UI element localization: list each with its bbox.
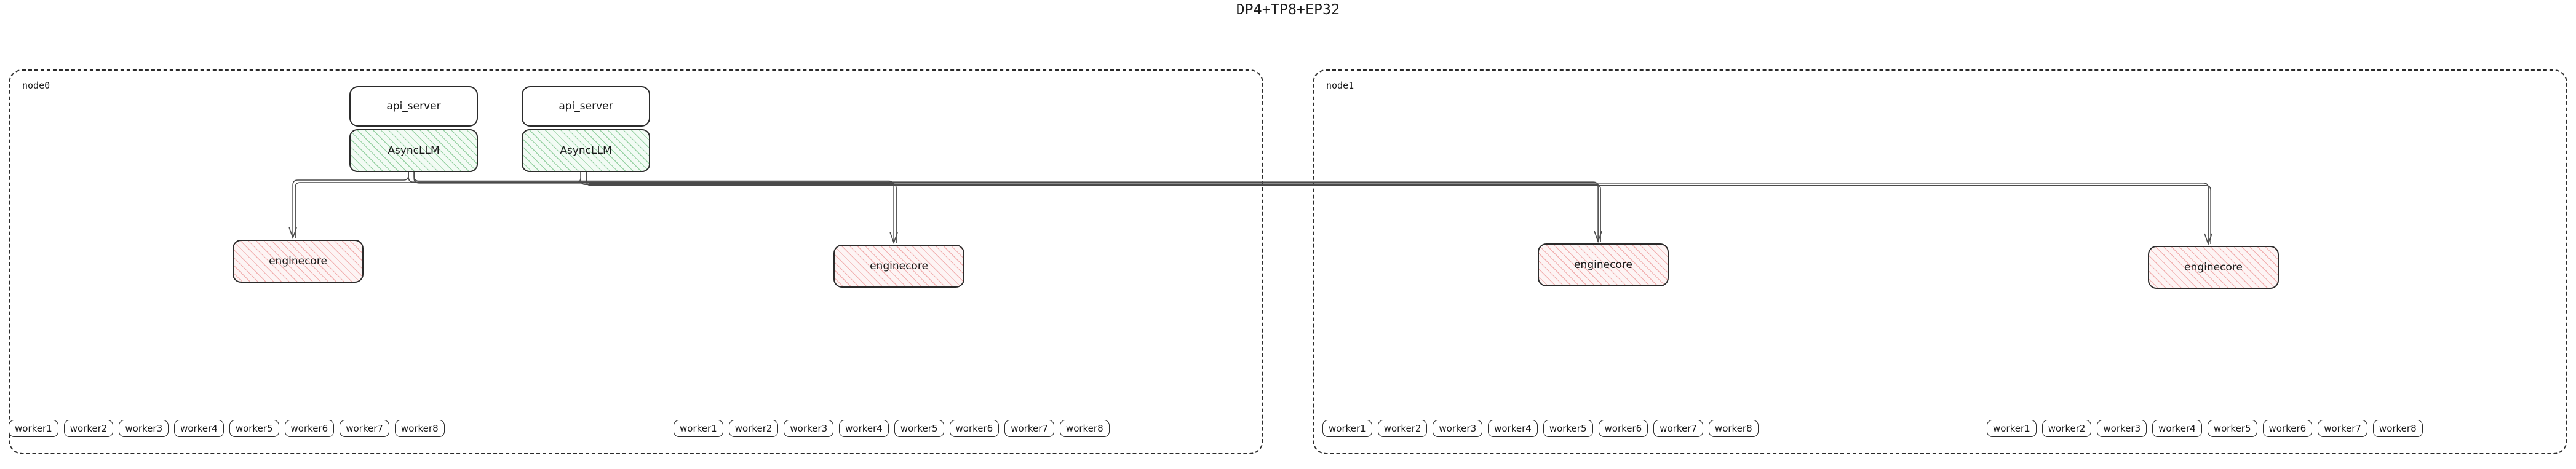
worker-box-node0-0-3-label: worker4 [180,423,218,434]
worker-box-node1-1-4[interactable]: worker5 [2207,420,2257,437]
enginecore-box-node1-0-label: enginecore [1574,259,1632,271]
enginecore-box-node0-0[interactable]: enginecore [233,240,364,283]
worker-box-node0-1-1-label: worker2 [734,423,773,434]
worker-box-node0-1-1[interactable]: worker2 [728,420,779,437]
worker-box-node1-0-3-label: worker4 [1494,423,1532,434]
worker-box-node0-0-0[interactable]: worker1 [9,420,58,437]
worker-box-node0-0-2-label: worker3 [125,423,163,434]
enginecore-box-node1-1-label: enginecore [2184,261,2243,274]
worker-box-node0-0-4[interactable]: worker5 [229,420,279,437]
worker-box-node0-0-3[interactable]: worker4 [174,420,224,437]
asyncllm-box-node0-1-label: AsyncLLM [560,144,612,157]
worker-box-node1-1-3-label: worker4 [2158,423,2196,434]
worker-box-node0-0-0-label: worker1 [15,423,52,434]
worker-box-node1-0-4-label: worker5 [1549,423,1587,434]
worker-box-node1-1-4-label: worker5 [2213,423,2251,434]
worker-box-node1-0-0[interactable]: worker1 [1322,420,1372,437]
worker-box-node1-1-0[interactable]: worker1 [1987,420,2037,437]
worker-box-node0-1-7[interactable]: worker8 [1059,420,1110,437]
worker-box-node1-1-7[interactable]: worker8 [2372,420,2423,437]
asyncllm-box-node0-1[interactable]: AsyncLLM [522,129,650,172]
worker-box-node0-1-4[interactable]: worker5 [894,420,944,437]
worker-box-node0-1-5-label: worker6 [955,423,993,434]
worker-box-node1-1-0-label: worker1 [1993,423,2030,434]
worker-box-node0-0-1-label: worker2 [70,423,108,434]
api-server-box-node0-0[interactable]: api_server [349,86,478,127]
worker-box-node0-0-4-label: worker5 [235,423,273,434]
worker-box-node0-1-0-label: worker1 [680,423,717,434]
cluster-label-node1: node1 [1326,80,1354,91]
cluster-label-node0: node0 [22,80,50,91]
worker-box-node1-1-7-label: worker8 [2379,423,2417,434]
worker-box-node1-1-5-label: worker6 [2268,423,2307,434]
worker-box-node0-0-1[interactable]: worker2 [63,420,114,437]
worker-box-node1-0-7-label: worker8 [1714,423,1752,434]
worker-box-node1-0-1[interactable]: worker2 [1377,420,1428,437]
worker-box-node0-1-6-label: worker7 [1011,423,1048,434]
enginecore-box-node1-0[interactable]: enginecore [1538,243,1669,286]
worker-box-node1-0-5[interactable]: worker6 [1598,420,1648,437]
worker-box-node1-0-6-label: worker7 [1660,423,1697,434]
enginecore-box-node0-1-label: enginecore [870,260,928,272]
worker-box-node1-1-1-label: worker2 [2048,423,2086,434]
api-server-box-node0-1-label: api_server [559,100,613,112]
worker-box-node0-1-3-label: worker4 [845,423,883,434]
worker-box-node1-0-2-label: worker3 [1439,423,1477,434]
worker-box-node1-1-6[interactable]: worker7 [2318,420,2367,437]
cluster-node1 [1313,69,2567,454]
worker-box-node0-0-5[interactable]: worker6 [284,420,335,437]
worker-box-node0-1-0[interactable]: worker1 [674,420,723,437]
worker-box-node0-1-2[interactable]: worker3 [784,420,834,437]
worker-box-node1-1-3[interactable]: worker4 [2152,420,2202,437]
asyncllm-box-node0-0[interactable]: AsyncLLM [349,129,478,172]
worker-box-node0-1-6[interactable]: worker7 [1004,420,1054,437]
worker-box-node1-1-2-label: worker3 [2103,423,2141,434]
worker-box-node1-0-2[interactable]: worker3 [1433,420,1483,437]
worker-box-node1-0-0-label: worker1 [1329,423,1366,434]
worker-box-node0-0-5-label: worker6 [290,423,328,434]
worker-box-node1-0-5-label: worker6 [1604,423,1642,434]
worker-box-node1-0-7[interactable]: worker8 [1708,420,1759,437]
worker-box-node0-1-4-label: worker5 [900,423,938,434]
worker-box-node0-0-2[interactable]: worker3 [119,420,169,437]
api-server-box-node0-0-label: api_server [386,100,441,112]
worker-box-node1-0-6[interactable]: worker7 [1653,420,1703,437]
worker-box-node1-1-6-label: worker7 [2324,423,2361,434]
worker-box-node0-0-6[interactable]: worker7 [340,420,389,437]
worker-box-node0-0-7[interactable]: worker8 [394,420,445,437]
worker-box-node0-1-3[interactable]: worker4 [839,420,889,437]
worker-box-node1-1-2[interactable]: worker3 [2097,420,2147,437]
worker-box-node0-1-7-label: worker8 [1065,423,1103,434]
api-server-box-node0-1[interactable]: api_server [522,86,650,127]
worker-box-node1-1-5[interactable]: worker6 [2262,420,2313,437]
enginecore-box-node0-1[interactable]: enginecore [833,245,964,288]
page-title: DP4+TP8+EP32 [1236,2,1340,18]
asyncllm-box-node0-0-label: AsyncLLM [388,144,440,157]
cluster-node0 [9,69,1263,454]
worker-box-node0-0-6-label: worker7 [346,423,383,434]
worker-box-node1-0-1-label: worker2 [1383,423,1421,434]
enginecore-box-node1-1[interactable]: enginecore [2148,246,2279,289]
worker-box-node0-0-7-label: worker8 [400,423,439,434]
worker-box-node0-1-5[interactable]: worker6 [949,420,1000,437]
enginecore-box-node0-0-label: enginecore [269,255,327,267]
worker-box-node1-0-3[interactable]: worker4 [1488,420,1538,437]
worker-box-node0-1-2-label: worker3 [790,423,828,434]
worker-box-node1-0-4[interactable]: worker5 [1543,420,1593,437]
worker-box-node1-1-1[interactable]: worker2 [2041,420,2092,437]
